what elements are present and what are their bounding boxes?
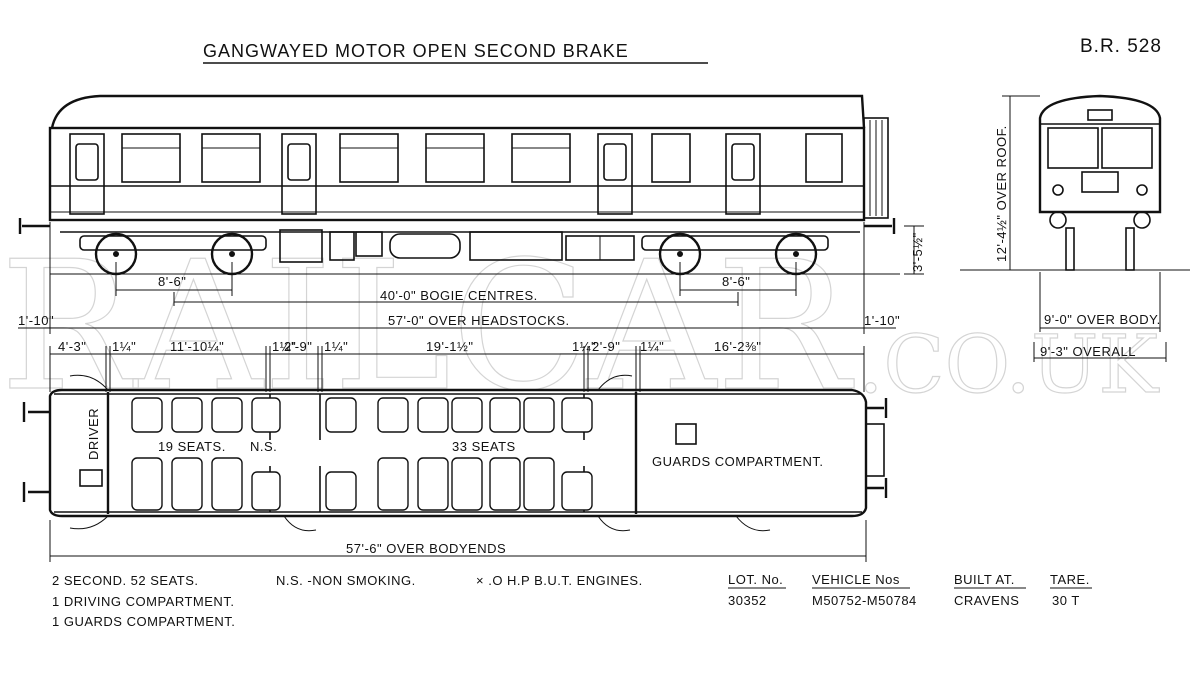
dim-partition-2: 1¼" [272,339,296,354]
bodyends-dimension: 57'-6" OVER BODYENDS [49,520,867,562]
dim-partition-4: 1¼" [572,339,596,354]
dim-vestibule-2: 2'-9" [592,339,620,354]
plan-view: DRIVER 19 SEATS. N.S. 33 SEATS GUARDS CO… [22,374,888,532]
value-built: CRAVENS [954,593,1019,608]
bogie-centres: 40'-0" BOGIE CENTRES. [380,288,538,303]
bogie-wheelbase-right: 8'-6" [722,274,750,289]
note-seats: 2 SECOND. 52 SEATS. [52,573,199,588]
over-bodyends: 57'-6" OVER BODYENDS [346,541,506,556]
note-guards: 1 GUARDS COMPARTMENT. [52,614,235,629]
side-elevation [18,94,900,276]
note-driving: 1 DRIVING COMPARTMENT. [52,594,234,609]
width-over-body: 9'-0" OVER BODY. [1044,312,1161,327]
watermark-main: RAILCAR [0,223,855,430]
header-vehicle: VEHICLE Nos [812,572,900,587]
dim-saloon-2: 19'-1½" [426,339,473,354]
dim-guards-length: 16'-2⅜" [714,339,761,354]
note-engines: × .O H.P B.U.T. ENGINES. [476,573,643,588]
watermark-suffix: .CO.UK [858,318,1159,411]
header-tare: TARE. [1050,572,1090,587]
seats-33-label: 33 SEATS [452,439,516,454]
value-tare: 30 T [1052,593,1080,608]
side-dimensions: 8'-6" 8'-6" 40'-0" BOGIE CENTRES. 57'-0"… [18,222,925,334]
seats-19-label: 19 SEATS. [158,439,226,454]
dim-driver-length: 4'-3" [58,339,86,354]
header-built: BUILT AT. [954,572,1015,587]
guards-compartment-label: GUARDS COMPARTMENT. [652,454,824,469]
value-lot: 30352 [728,593,767,608]
value-vehicle: M50752-M50784 [812,593,917,608]
height-above-rail: 3'-5½" [910,232,925,272]
notes: 2 SECOND. 52 SEATS. 1 DRIVING COMPARTMEN… [52,573,643,629]
end-elevation: 12'-4½" OVER ROOF. 9'-0" OVER BODY. 9'-3… [960,94,1190,362]
non-smoking-label: N.S. [250,439,277,454]
driver-label: DRIVER [86,408,101,460]
diagram-reference: B.R. 528 [1080,36,1162,57]
over-headstocks: 57'-0" OVER HEADSTOCKS. [388,313,570,328]
plan-dimensions: 4'-3" 1¼" 11'-10¼" 1¼" 2'-9" 1¼" 19'-1½"… [49,339,865,392]
dim-partition-5: 1¼" [640,339,664,354]
header-lot: LOT. No. [728,572,783,587]
note-non-smoking: N.S. -NON SMOKING. [276,573,416,588]
dim-partition-1: 1¼" [112,339,136,354]
bogie-wheelbase-left: 8'-6" [158,274,186,289]
dim-vestibule-1: 2'-9" [284,339,312,354]
dim-partition-3: 1¼" [324,339,348,354]
width-overall: 9'-3" OVERALL [1040,344,1136,359]
diagram-title: GANGWAYED MOTOR OPEN SECOND BRAKE [203,41,629,61]
overhang-left: 1'-10" [18,313,54,328]
vehicle-data-table: LOT. No. VEHICLE Nos BUILT AT. TARE. 303… [728,572,1092,608]
overhang-right: 1'-10" [864,313,900,328]
dim-saloon-1: 11'-10¼" [170,339,224,354]
height-over-roof: 12'-4½" OVER ROOF. [994,125,1009,262]
